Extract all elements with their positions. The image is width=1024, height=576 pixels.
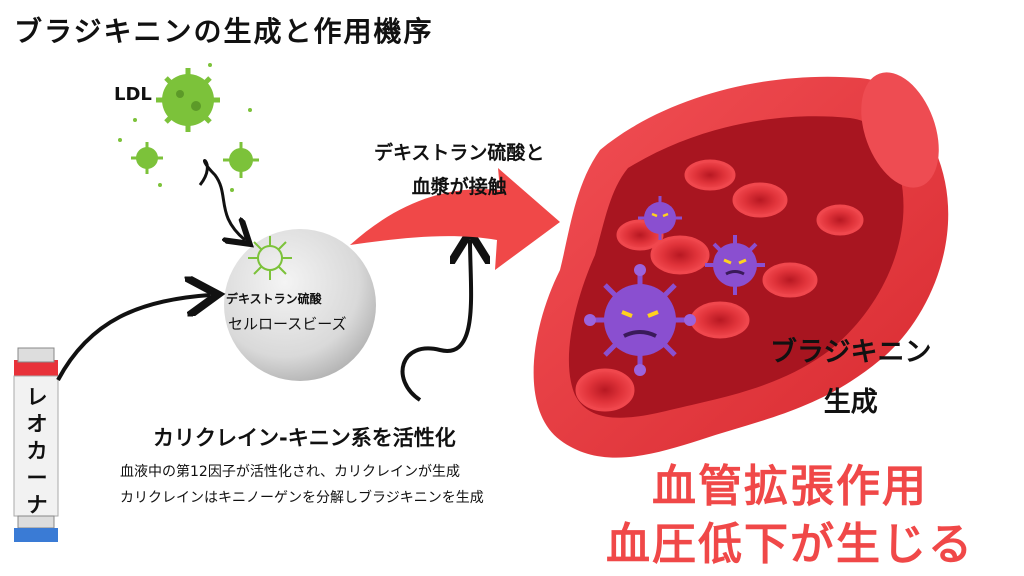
cellulose-bead xyxy=(224,229,376,381)
ldl-virus-small-icon xyxy=(223,142,259,178)
purple-virus-small-icon xyxy=(638,196,682,240)
effect-line1: 血管拡張作用 xyxy=(652,461,928,512)
purple-virus-large-icon xyxy=(584,264,696,376)
kallikrein-heading: カリクレイン-キニン系を活性化 xyxy=(153,426,456,450)
purple-virus-medium-icon xyxy=(705,235,765,295)
ldl-to-bead-arrow xyxy=(198,159,245,240)
dextran-contact-line1: デキストラン硫酸と xyxy=(374,142,545,164)
bead-label-dextran: デキストラン硫酸 xyxy=(226,292,322,306)
ldl-outline-icon xyxy=(248,236,292,280)
dextran-contact-line2: 血漿が接触 xyxy=(411,176,507,198)
red-blood-cell xyxy=(762,262,818,298)
red-blood-cell xyxy=(650,235,710,275)
rheocarna-column xyxy=(13,347,59,542)
bradykinin-label: ブラジキニン 生成 xyxy=(770,328,931,428)
ldl-dots xyxy=(118,63,252,192)
red-blood-cell xyxy=(816,204,864,236)
red-blood-cell xyxy=(690,301,750,339)
contact-red-arrow xyxy=(350,168,560,270)
red-blood-cell xyxy=(684,159,736,191)
ldl-virus-small-icon xyxy=(131,142,163,174)
column-label: レオカーナ xyxy=(26,385,48,517)
effect-label: 血管拡張作用 血圧低下が生じる xyxy=(606,458,974,574)
ldl-label: LDL xyxy=(114,84,152,105)
dextran-contact-label: デキストラン硫酸と 血漿が接触 xyxy=(374,136,544,204)
effect-line2: 血圧低下が生じる xyxy=(606,519,974,570)
bradykinin-line1: ブラジキニン xyxy=(770,337,932,368)
red-blood-cell xyxy=(732,182,788,218)
kallikrein-line1: 血液中の第12因子が活性化され、カリクレインが生成 xyxy=(120,464,460,480)
column-to-bead-arrow xyxy=(56,295,210,381)
curl-up-arrow xyxy=(400,240,472,402)
kallikrein-line2: カリクレインはキニノーゲンを分解しブラジキニンを生成 xyxy=(120,490,484,506)
bead-label-cellulose: セルロースビーズ xyxy=(228,315,347,333)
bradykinin-line2: 生成 xyxy=(823,387,878,418)
red-blood-cells xyxy=(575,159,864,412)
page-title: ブラジキニンの生成と作用機序 xyxy=(14,15,434,48)
ldl-virus-large-icon xyxy=(156,68,220,132)
red-blood-cell xyxy=(575,368,635,412)
